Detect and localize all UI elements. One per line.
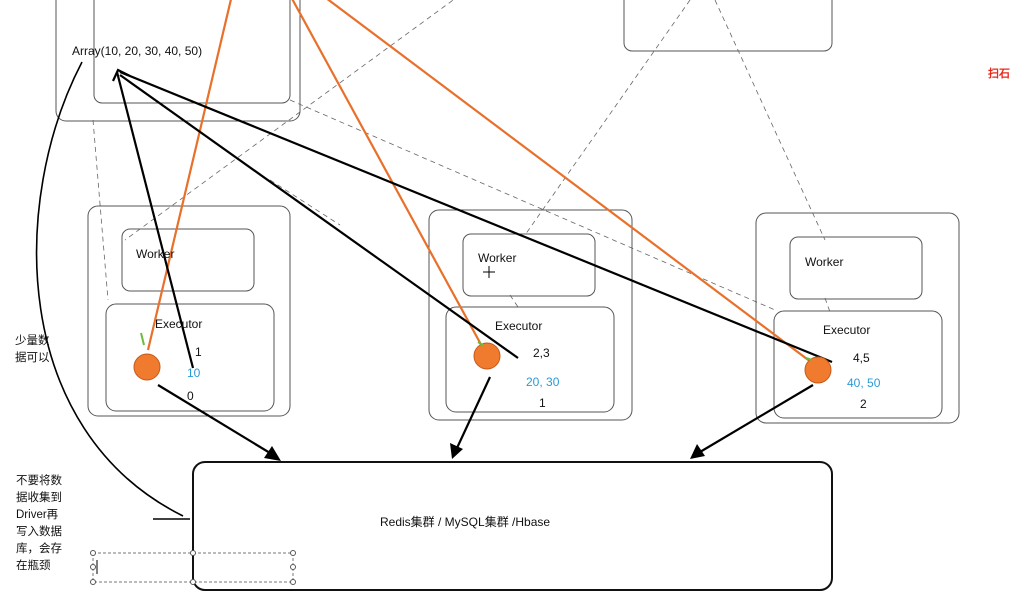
executor-label-3: Executor [823, 323, 871, 337]
curve-to-storage [35, 61, 184, 517]
element-indices-1: 1 [195, 345, 202, 359]
executor-label-2: Executor [495, 319, 543, 333]
stamp-label: 扫石 [988, 68, 1010, 80]
element-values-3: 40, 50 [847, 376, 881, 390]
partition-index-1: 0 [187, 389, 194, 403]
storage-label: Redis集群 / MySQL集群 /Hbase [380, 515, 551, 529]
worker-label-3: Worker [805, 255, 844, 269]
orange-send-lines [146, 0, 816, 366]
element-indices-3: 4,5 [853, 351, 870, 365]
element-values-1: 10 [187, 366, 201, 380]
executor-label-1: Executor [155, 317, 203, 331]
driver-inner-box [93, 0, 291, 104]
write-arrows [157, 376, 814, 461]
note-dont-collect: 不要将数据收集到Driver再写入数据库，会存在瓶颈 [16, 475, 62, 572]
worker-label-2: Worker [478, 251, 517, 265]
array-label: Array(10, 20, 30, 40, 50) [72, 44, 203, 58]
storage-box [192, 461, 833, 591]
worker-label-1: Worker [136, 247, 175, 261]
element-values-2: 20, 30 [526, 375, 560, 389]
element-indices-2: 2,3 [533, 346, 550, 360]
partition-index-2: 1 [539, 396, 546, 410]
move-cursor-icon [483, 266, 495, 278]
driver-outer-box [55, 0, 301, 122]
note-small-data: 少量数据可以 [15, 335, 50, 364]
node-1-boxes [87, 205, 291, 417]
dashed-connectors [92, 0, 831, 313]
partition-dots [133, 332, 832, 384]
selection-box [90, 550, 296, 585]
node-3-boxes [755, 212, 960, 424]
master-box [623, 0, 833, 52]
collect-lines [111, 68, 833, 369]
partition-index-3: 2 [860, 397, 867, 411]
